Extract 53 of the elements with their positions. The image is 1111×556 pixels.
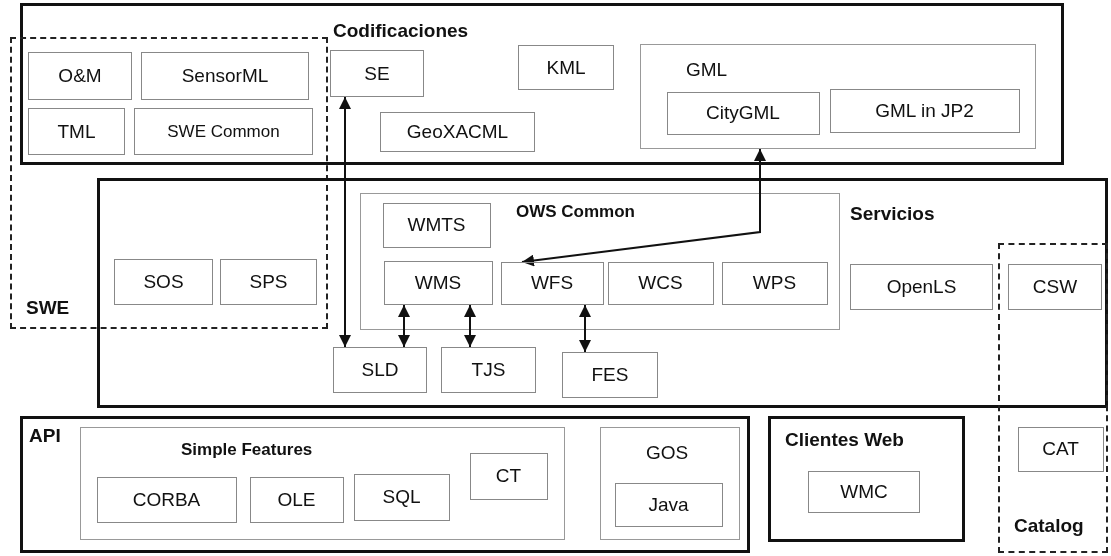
group-box: [80, 427, 565, 540]
group-heading: GML: [686, 59, 728, 81]
group-heading: Catalog: [1014, 515, 1084, 537]
group-heading: Codificaciones: [333, 20, 469, 42]
group-heading: API: [29, 425, 61, 447]
dashed-group-box: [998, 243, 1108, 553]
standard-box: SLD: [333, 347, 427, 393]
standard-box: CityGML: [666, 91, 820, 135]
standard-box: WMC: [808, 471, 920, 513]
standard-box: CSW: [1008, 264, 1102, 310]
arrow: [398, 304, 410, 348]
group-box: [20, 3, 1064, 165]
standard-box: CORBA: [96, 476, 237, 523]
dashed-group-box: [10, 37, 328, 329]
standard-box: OpenLS: [850, 264, 993, 310]
standard-box: WMS: [383, 260, 493, 305]
group-heading: Servicios: [850, 203, 935, 225]
group-heading: Simple Features: [181, 440, 313, 460]
standard-box: OLE: [249, 476, 344, 523]
arrow: [339, 96, 351, 348]
arrow: [521, 148, 766, 267]
group-box: [768, 416, 965, 542]
standard-box: CAT: [1017, 426, 1104, 472]
standard-box: GML in JP2: [829, 88, 1020, 133]
standard-box: SPS: [220, 259, 317, 305]
standard-box: GeoXACML: [380, 112, 535, 152]
standard-box: SOS: [114, 259, 213, 305]
group-heading: GOS: [646, 442, 689, 464]
standard-box: O&M: [28, 52, 132, 100]
standard-box: SensorML: [141, 52, 309, 100]
arrow: [579, 304, 591, 353]
standard-box: WCS: [607, 261, 714, 305]
group-heading: SWE: [26, 297, 70, 319]
group-box: [97, 178, 1108, 408]
standard-box: Java: [614, 482, 723, 527]
standard-box: WFS: [500, 261, 604, 305]
group-heading: OWS Common: [516, 202, 635, 222]
arrow: [464, 304, 476, 348]
group-box: [360, 193, 840, 330]
standard-box: WPS: [721, 261, 828, 305]
group-box: [640, 44, 1036, 149]
standard-box: TJS: [441, 347, 536, 393]
standard-box: SQL: [353, 473, 450, 521]
standard-box: CT: [469, 452, 548, 500]
standard-box: SWE Common: [134, 108, 313, 155]
group-heading: Clientes Web: [785, 429, 904, 451]
standard-box: WMTS: [382, 202, 491, 248]
group-box: [600, 427, 740, 540]
standard-box: SE: [330, 50, 424, 97]
standard-box: TML: [28, 108, 125, 155]
standard-box: FES: [562, 352, 658, 398]
standard-box: KML: [518, 45, 614, 90]
group-box: [20, 416, 750, 553]
